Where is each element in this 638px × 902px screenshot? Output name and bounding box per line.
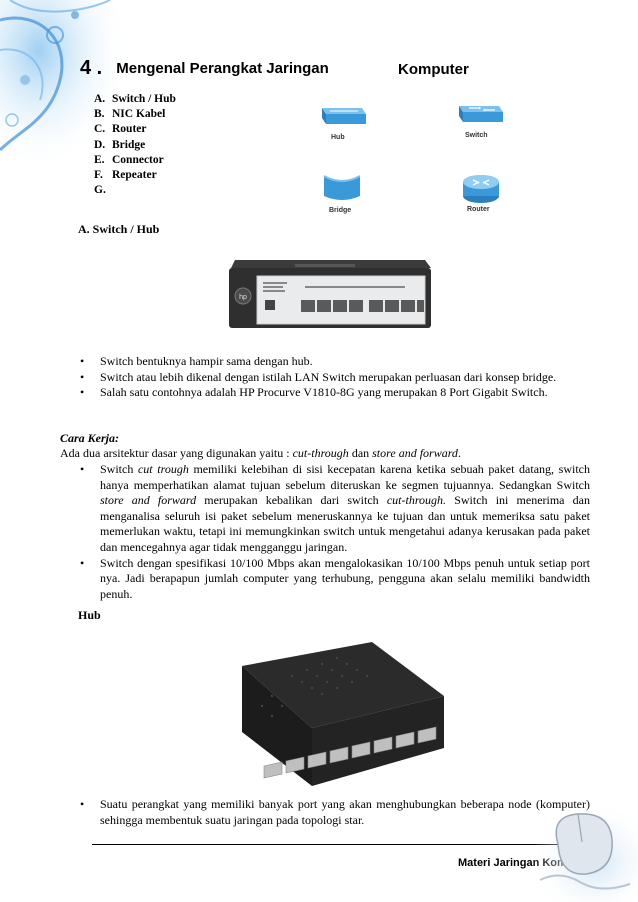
list-item: A.Switch / Hub bbox=[94, 93, 176, 105]
hub-device-image bbox=[242, 642, 444, 786]
cara-kerja-heading: Cara Kerja: bbox=[60, 431, 120, 445]
chapter-title-part2: Komputer bbox=[398, 61, 469, 78]
switch-icon bbox=[459, 106, 503, 122]
list-item: Switch dengan spesifikasi 10/100 Mbps ak… bbox=[74, 556, 590, 603]
hp-switch-image: hp bbox=[229, 260, 431, 328]
mouse-decoration-icon bbox=[530, 800, 638, 902]
chapter-title: 4 . Mengenal Perangkat Jaringan Komputer bbox=[80, 56, 469, 79]
bridge-icon bbox=[323, 175, 361, 200]
cara-kerja-intro: Ada dua arsitektur dasar yang digunakan … bbox=[60, 446, 461, 460]
list-item: Suatu perangkat yang memiliki banyak por… bbox=[74, 797, 590, 828]
footer-divider bbox=[92, 844, 590, 845]
router-icon-label: Router bbox=[467, 206, 490, 213]
chapter-number: 4 . bbox=[80, 57, 103, 79]
hub-icon-label: Hub bbox=[331, 134, 345, 141]
list-item: Switch cut trough memiliki kelebihan di … bbox=[74, 462, 590, 556]
list-item: D.Bridge bbox=[94, 138, 146, 151]
list-item: C.Router bbox=[94, 123, 147, 136]
switch-icon-label: Switch bbox=[465, 132, 488, 139]
hub-icon bbox=[322, 108, 366, 124]
bridge-icon-label: Bridge bbox=[329, 207, 352, 214]
router-icon bbox=[463, 175, 499, 203]
cara-kerja-bullet-list: Switch cut trough memiliki kelebihan di … bbox=[74, 462, 590, 602]
topic-list: A.Switch / Hub B.NIC Kabel C.Router D.Br… bbox=[94, 92, 176, 198]
chapter-title-part1: Mengenal Perangkat Jaringan bbox=[116, 60, 329, 77]
list-item: Salah satu contohnya adalah HP Procurve … bbox=[74, 385, 590, 401]
switch-bullet-list: Switch bentuknya hampir sama dengan hub.… bbox=[74, 354, 590, 401]
list-item: F.Repeater bbox=[94, 169, 157, 182]
section-heading-switch-hub: A. Switch / Hub bbox=[78, 222, 160, 236]
list-item: G. bbox=[94, 184, 106, 197]
list-item: Switch atau lebih dikenal dengan istilah… bbox=[74, 370, 590, 386]
svg-text:hp: hp bbox=[239, 294, 247, 301]
list-item: E.Connector bbox=[94, 153, 164, 166]
decorative-swirl-top-left bbox=[0, 0, 130, 170]
section-heading-hub: Hub bbox=[78, 608, 101, 622]
list-item: Switch bentuknya hampir sama dengan hub. bbox=[74, 354, 590, 370]
hub-bullet-list: Suatu perangkat yang memiliki banyak por… bbox=[74, 797, 590, 828]
list-item: B.NIC Kabel bbox=[94, 108, 166, 121]
